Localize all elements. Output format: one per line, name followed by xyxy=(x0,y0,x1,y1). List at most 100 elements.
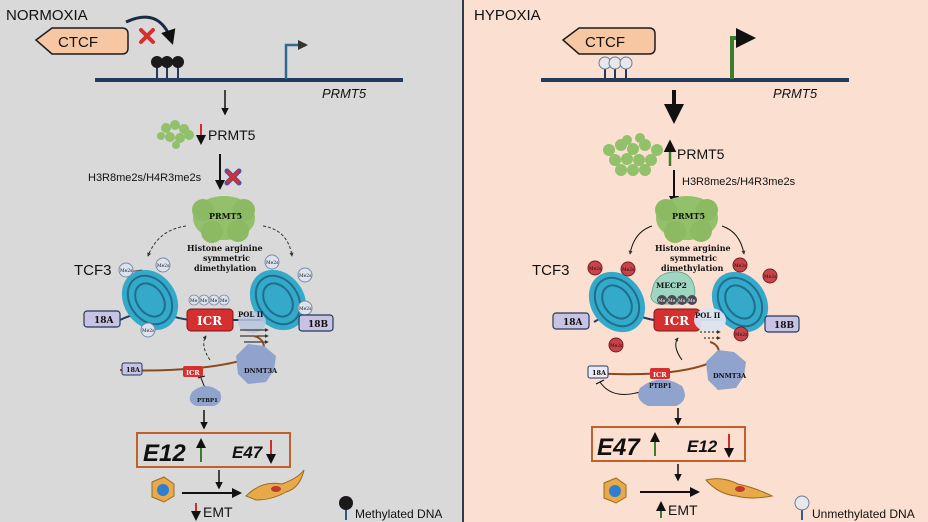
legend-unmethylated: Unmethylated DNA xyxy=(794,495,915,521)
svg-text:PTBP1: PTBP1 xyxy=(197,398,218,404)
dnmt3a-protein: DNMT3A xyxy=(706,350,747,390)
svg-text:Me: Me xyxy=(220,298,228,304)
svg-text:18A: 18A xyxy=(592,369,607,377)
svg-text:Me2s: Me2s xyxy=(266,260,279,266)
tss-arrow-icon xyxy=(730,28,756,79)
svg-text:Me2s: Me2s xyxy=(142,328,155,334)
legend-label: Methylated DNA xyxy=(355,507,442,521)
isoform-box xyxy=(136,432,291,468)
legend-label: Unmethylated DNA xyxy=(812,507,915,521)
svg-text:Me2s: Me2s xyxy=(299,306,312,312)
nucleosome-left xyxy=(121,269,179,331)
exon-18a: 18A xyxy=(587,365,609,379)
prmt5-cluster-icon xyxy=(603,133,663,176)
me2s-mark: Me2s xyxy=(587,260,603,276)
nucleosome-right xyxy=(711,271,769,333)
unmethylated-cpg-sites xyxy=(598,56,633,78)
enzyme-label: PRMT5 xyxy=(672,211,705,221)
enzyme-label: PRMT5 xyxy=(209,211,242,221)
process-line-1: Histone arginine xyxy=(187,243,263,253)
prmt5-level-label: PRMT5 xyxy=(208,127,256,143)
nucleosome-right xyxy=(249,269,307,331)
histone-marks-label: H3R8me2s/H4R3me2s xyxy=(682,176,796,188)
histone-marks-label: H3R8me2s/H4R3me2s xyxy=(88,172,202,184)
svg-text:Me: Me xyxy=(658,298,666,304)
icr-region: ICR xyxy=(186,308,234,332)
me2s-mark: Me2s xyxy=(733,326,749,342)
svg-text:Me: Me xyxy=(668,298,676,304)
ctcf-protein: CTCF xyxy=(561,27,656,55)
svg-text:18B: 18B xyxy=(774,321,795,331)
gene-label: PRMT5 xyxy=(322,86,367,101)
hypoxia-panel xyxy=(464,0,928,522)
process-line-2: symmetric xyxy=(670,253,717,263)
svg-text:18B: 18B xyxy=(308,320,329,330)
svg-text:Me2s: Me2s xyxy=(734,263,747,269)
isoform-e12: E12 xyxy=(687,437,718,456)
hypoxia-content: HYPOXIA CTCF PRMT5 PRMT5 H3R8me2s/H4R3 xyxy=(474,7,915,521)
epithelial-cell-icon xyxy=(603,477,627,504)
me2s-mark: Me2s xyxy=(732,257,748,273)
process-line-3: dimethylation xyxy=(661,263,724,273)
isoform-e47: E47 xyxy=(597,434,641,461)
pol2-complex: POL II xyxy=(694,308,726,332)
isoform-e47: E47 xyxy=(232,443,264,462)
me2s-mark: Me2s xyxy=(608,337,624,353)
svg-text:POL II: POL II xyxy=(695,311,720,320)
svg-text:DNMT3A: DNMT3A xyxy=(713,372,747,380)
nucleosome-left xyxy=(588,271,646,333)
svg-text:Me2s: Me2s xyxy=(157,263,170,269)
svg-text:18A: 18A xyxy=(94,316,115,326)
isoform-box xyxy=(591,426,746,462)
normoxia-title: NORMOXIA xyxy=(6,7,88,24)
svg-text:Me2s: Me2s xyxy=(299,273,312,279)
svg-text:Me: Me xyxy=(200,298,208,304)
svg-text:Me2s: Me2s xyxy=(764,274,777,280)
svg-text:18A: 18A xyxy=(126,366,141,374)
svg-text:PTBP1: PTBP1 xyxy=(649,383,672,390)
svg-text:ICR: ICR xyxy=(664,314,690,328)
icr-region: ICR xyxy=(653,308,701,332)
svg-text:Me: Me xyxy=(688,298,696,304)
svg-text:POL II: POL II xyxy=(238,310,263,319)
exon-18a: 18A xyxy=(552,312,590,330)
me2s-mark: Me2s xyxy=(620,261,636,277)
normoxia-panel xyxy=(0,0,462,522)
svg-text:Me2s: Me2s xyxy=(120,268,133,274)
svg-text:DNMT3A: DNMT3A xyxy=(244,367,278,375)
svg-text:Me2s: Me2s xyxy=(589,266,602,272)
me2s-mark: Me2s xyxy=(297,267,313,283)
me2s-mark: Me2s xyxy=(140,322,156,338)
exon-18a: 18A xyxy=(121,362,143,376)
svg-text:Me: Me xyxy=(210,298,218,304)
prmt5-cluster-icon xyxy=(157,120,194,149)
legend-methylated: Methylated DNA xyxy=(339,496,442,521)
methyl-marks: Me Me Me Me xyxy=(657,295,697,305)
blocked-x-icon xyxy=(224,168,242,186)
svg-text:ICR: ICR xyxy=(186,369,200,377)
ptbp1-protein: PTBP1 xyxy=(638,379,685,406)
flow-arrow xyxy=(674,337,683,361)
gene-tcf3-label: TCF3 xyxy=(532,262,570,279)
ptbp1-protein: PTBP1 xyxy=(189,386,222,406)
ctcf-protein: CTCF xyxy=(34,27,129,55)
tss-arrow-icon xyxy=(284,40,308,79)
exon-18b: 18B xyxy=(298,314,334,332)
flow-arrow xyxy=(262,225,294,257)
svg-text:Me: Me xyxy=(678,298,686,304)
svg-text:ICR: ICR xyxy=(197,314,223,328)
mesenchymal-cell-icon xyxy=(245,469,305,501)
svg-text:MECP2: MECP2 xyxy=(656,281,687,290)
ctcf-label: CTCF xyxy=(58,34,98,51)
ctcf-label: CTCF xyxy=(585,34,625,51)
svg-text:Me2s: Me2s xyxy=(610,343,623,349)
normoxia-content: NORMOXIA CTCF PRMT5 xyxy=(6,7,442,521)
prmt5-level-label: PRMT5 xyxy=(677,146,725,162)
methylated-cpg-sites xyxy=(151,56,184,78)
process-line-3: dimethylation xyxy=(194,263,257,273)
svg-text:ICR: ICR xyxy=(653,371,667,379)
svg-text:18A: 18A xyxy=(563,318,584,328)
prmt5-enzyme: PRMT5 xyxy=(655,196,718,243)
